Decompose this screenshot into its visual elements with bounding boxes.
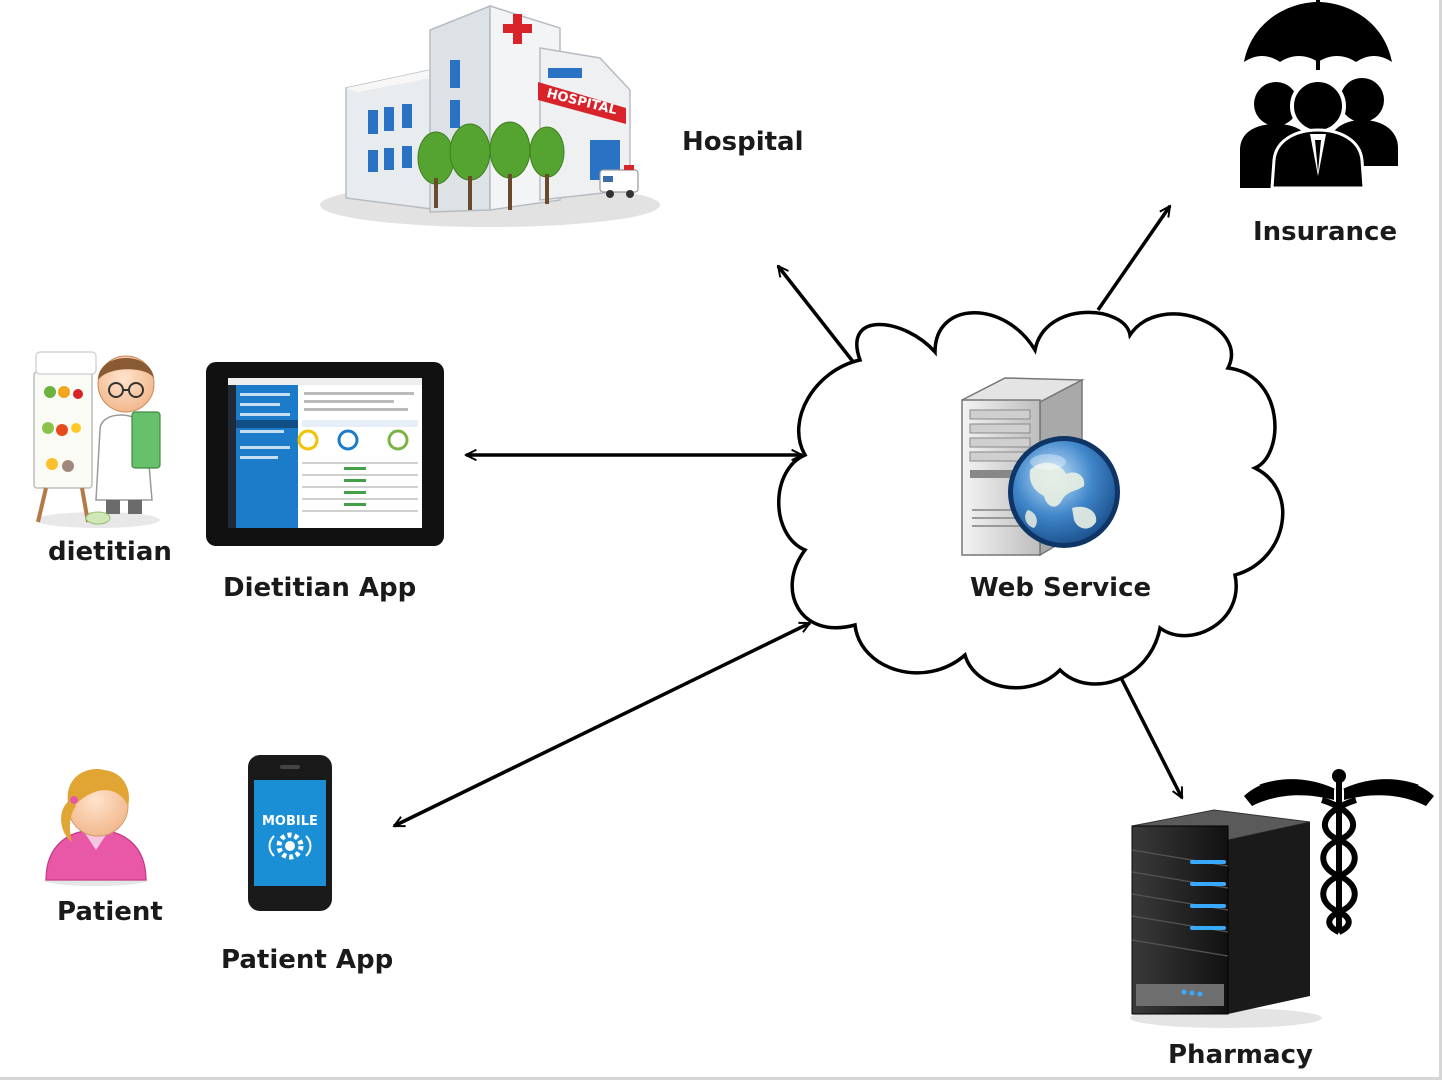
- edge-web-service-to-hospital: [776, 266, 860, 370]
- pharmacy-label: Pharmacy: [1168, 1040, 1313, 1070]
- insurance-label: Insurance: [1253, 217, 1397, 247]
- web-service-label: Web Service: [970, 573, 1151, 603]
- insurance-umbrella-people-icon: [1240, 0, 1398, 190]
- edge-web-service-to-insurance: [1096, 206, 1172, 311]
- patient-app-phone-icon: MOBILE: [248, 755, 332, 911]
- gear-icon: [268, 832, 312, 860]
- patient-app-screen-text: MOBILE: [262, 814, 318, 829]
- edge-web-service-to-pharmacy: [1110, 659, 1184, 798]
- patient-person-icon: [44, 769, 148, 886]
- dietitian-app-label: Dietitian App: [223, 573, 416, 603]
- right-edge-divider: [1439, 0, 1442, 1080]
- hospital-building-icon: HOSPITAL: [320, 4, 660, 227]
- patient-label: Patient: [57, 897, 163, 927]
- dietitian-label: dietitian: [48, 537, 172, 567]
- pharmacy-server-icon: [1130, 809, 1322, 1028]
- patient-app-label: Patient App: [221, 945, 393, 975]
- edges: [394, 206, 1184, 828]
- hospital-label: Hospital: [682, 127, 804, 157]
- caduceus-icon: [1244, 769, 1434, 935]
- dietitian-person-icon: [33, 351, 161, 528]
- bottom-edge-divider: [0, 1077, 1442, 1080]
- edge-patient-app-web-service: [394, 621, 810, 828]
- dietitian-app-tablet-icon: [206, 362, 444, 546]
- globe-icon: [1008, 436, 1120, 548]
